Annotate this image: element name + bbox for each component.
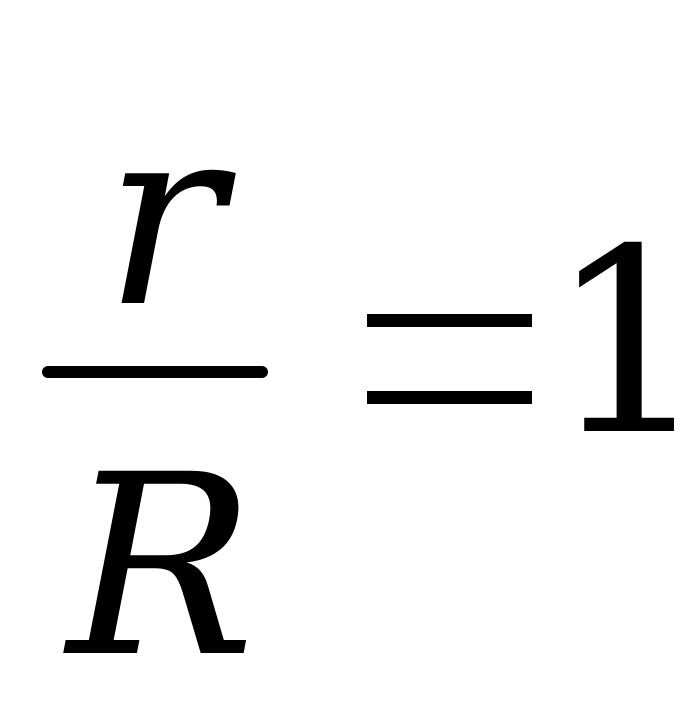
- right-hand-side-value: 1: [548, 195, 696, 492]
- equals-sign: [367, 314, 532, 404]
- fraction-denominator: R: [67, 421, 256, 712]
- equals-bottom-stroke: [367, 391, 532, 404]
- equals-top-stroke: [367, 314, 532, 327]
- fraction-numerator: r: [104, 71, 224, 362]
- fraction-bar: [42, 366, 268, 378]
